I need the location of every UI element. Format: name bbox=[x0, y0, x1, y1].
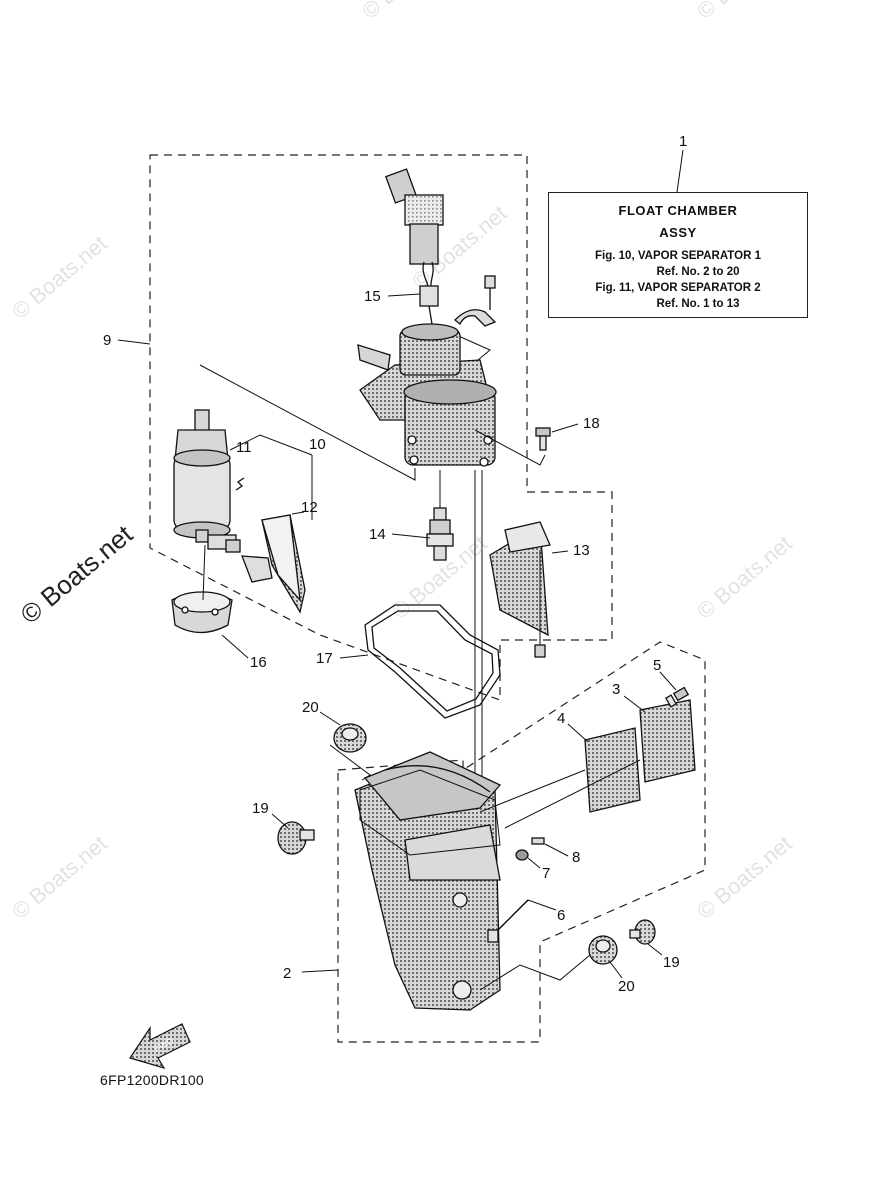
callout-number: 19 bbox=[252, 800, 269, 817]
watermark-text: © Boats.net bbox=[692, 831, 796, 924]
retaining-clip bbox=[444, 275, 497, 361]
assembly-9-outline bbox=[149, 154, 613, 701]
elbow-fitting bbox=[207, 534, 273, 583]
leader-line bbox=[202, 544, 206, 601]
cover-part-13 bbox=[489, 521, 551, 658]
watermark-text: © Boats.net bbox=[7, 231, 111, 324]
watermark-text: © Boats.net bbox=[357, 0, 461, 24]
diagram-code: 6FP1200DR100 bbox=[100, 1072, 204, 1088]
assembly-2-outline bbox=[337, 641, 706, 1043]
fuel-filter-part-12 bbox=[261, 514, 306, 614]
float-chamber-body-part-2 bbox=[354, 751, 502, 1011]
screw-part-5 bbox=[665, 686, 690, 708]
reference-1-sub: Ref. No. 2 to 20 bbox=[656, 266, 740, 278]
leader-line bbox=[479, 769, 586, 813]
screw-part-18 bbox=[535, 427, 551, 451]
leader-line bbox=[229, 434, 313, 456]
callout-number: 1 bbox=[679, 133, 687, 150]
bolt-part-19-right bbox=[629, 919, 656, 945]
callout-number: 4 bbox=[557, 710, 565, 727]
bolt-part-19-left bbox=[277, 821, 315, 855]
leader-line bbox=[474, 429, 546, 466]
gasket-part-17 bbox=[364, 604, 501, 719]
watermark-text: © Boats.net bbox=[692, 0, 796, 24]
leader-line bbox=[676, 149, 684, 193]
title-line-1: FLOAT CHAMBER bbox=[618, 203, 738, 218]
reference-1: Fig. 10, VAPOR SEPARATOR 1 bbox=[595, 250, 761, 262]
connector-part-15 bbox=[385, 168, 444, 331]
callout-number: 15 bbox=[364, 288, 381, 305]
watermark-text: © Boats.net bbox=[692, 531, 796, 624]
plate-part-4 bbox=[584, 727, 641, 813]
fuel-pump-part-11 bbox=[173, 409, 245, 543]
callout-number: 16 bbox=[250, 654, 267, 671]
callout-number: 19 bbox=[663, 954, 680, 971]
callout-number: 7 bbox=[542, 865, 550, 882]
callout-number: 10 bbox=[309, 436, 326, 453]
callout-number: 11 bbox=[236, 439, 252, 456]
callout-number: 17 bbox=[316, 650, 333, 667]
callout-number: 6 bbox=[557, 907, 565, 924]
title-line-2: ASSY bbox=[659, 225, 697, 240]
reference-2-sub: Ref. No. 1 to 13 bbox=[656, 298, 740, 310]
reference-2: Fig. 11, VAPOR SEPARATOR 2 bbox=[595, 282, 761, 294]
callout-number: 8 bbox=[572, 849, 580, 866]
callout-number: 12 bbox=[301, 499, 318, 516]
callout-number: 18 bbox=[583, 415, 600, 432]
callout-number: 20 bbox=[302, 699, 319, 716]
clamp-part-16 bbox=[171, 591, 233, 634]
sensor-part-14 bbox=[426, 507, 454, 561]
fuel-pump-module bbox=[357, 323, 497, 467]
leader-line bbox=[199, 364, 416, 481]
callout-number: 2 bbox=[283, 965, 291, 982]
callout-number: 5 bbox=[653, 657, 661, 674]
callout-number: 20 bbox=[618, 978, 635, 995]
drain-plug-part-20-lower bbox=[588, 935, 618, 965]
leader-line bbox=[479, 954, 591, 991]
callout-number: 9 bbox=[103, 332, 111, 349]
drain-plug-part-20-upper bbox=[333, 723, 367, 753]
leader-line bbox=[504, 759, 641, 829]
watermark-text: © Boats.net bbox=[7, 831, 111, 924]
forward-direction-arrow: FWD bbox=[129, 1023, 191, 1070]
float-inner-outline bbox=[359, 769, 501, 856]
hardware-parts-6-7-8 bbox=[497, 837, 545, 931]
title-box: FLOAT CHAMBER ASSY Fig. 10, VAPOR SEPARA… bbox=[548, 192, 808, 318]
callout-number: 3 bbox=[612, 681, 620, 698]
callout-number: 14 bbox=[369, 526, 386, 543]
plate-part-3 bbox=[639, 699, 696, 783]
callouts: 1 9 15 18 11 10 12 14 13 16 17 20 5 3 4 … bbox=[103, 133, 687, 995]
watermark-text-prominent: © Boats.net bbox=[15, 519, 139, 630]
callout-number: 13 bbox=[573, 542, 590, 559]
